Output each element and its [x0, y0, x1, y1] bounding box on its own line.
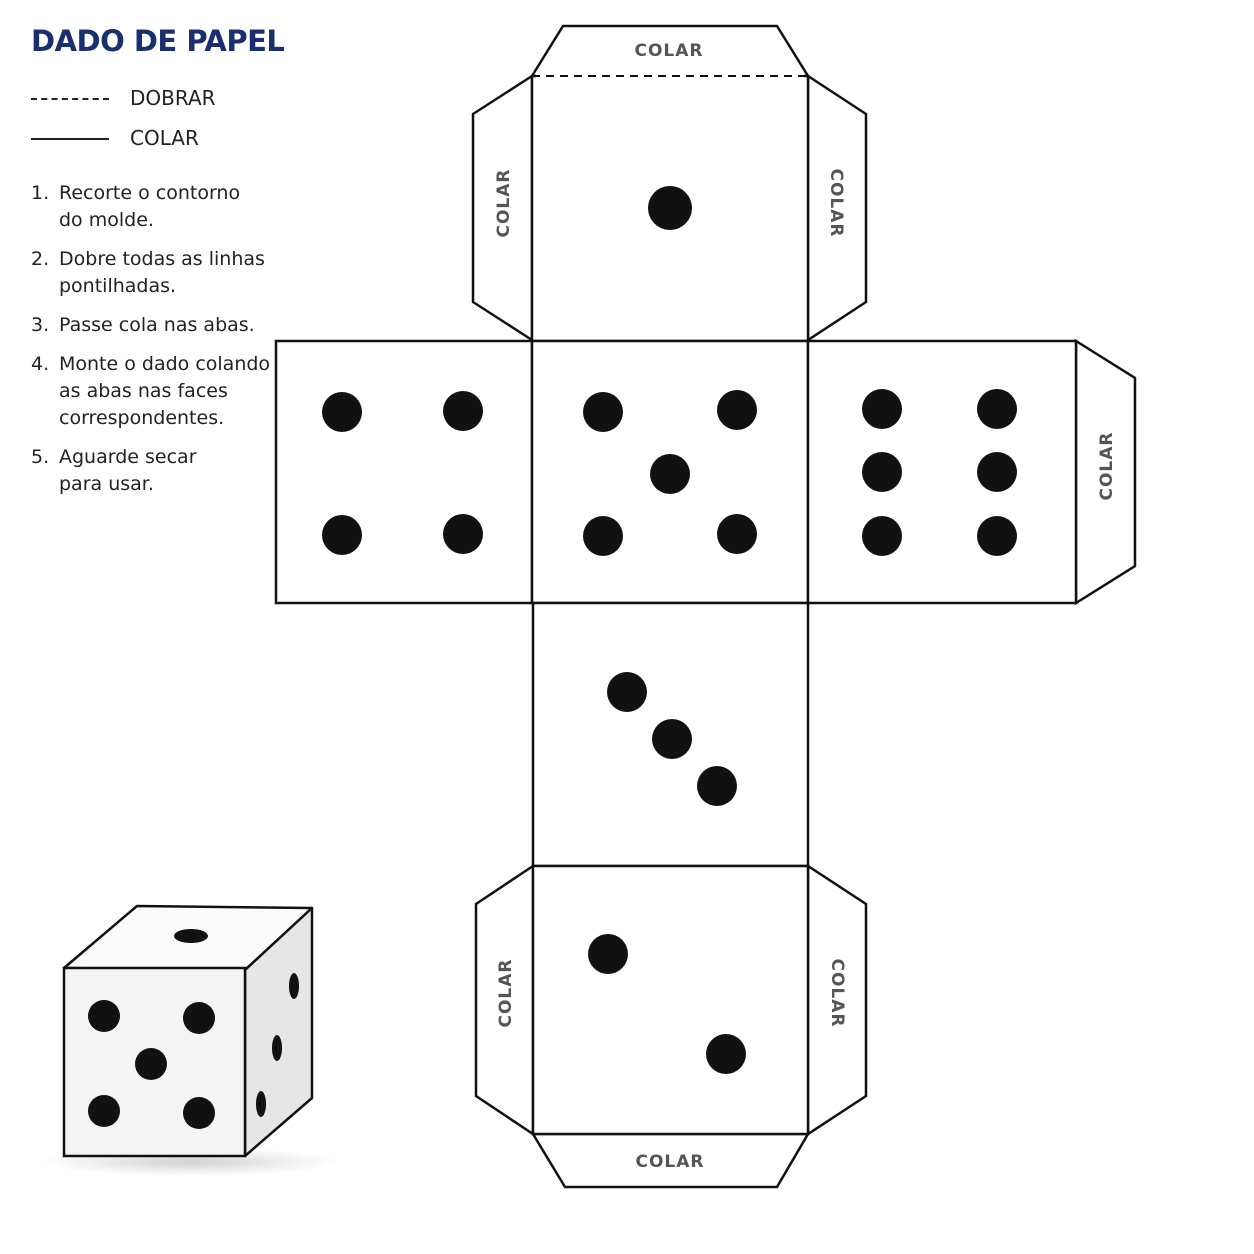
legend-glue-label: COLAR — [130, 126, 199, 150]
tab-label-top-left: COLAR — [494, 168, 514, 237]
pip — [135, 1048, 167, 1080]
net-outline — [274, 24, 1137, 1189]
step-text: pontilhadas. — [59, 275, 177, 297]
tab-label-top-right: COLAR — [826, 168, 846, 237]
step-text: para usar. — [59, 473, 154, 495]
pip — [648, 186, 692, 230]
tab-label-bottom: COLAR — [635, 1152, 704, 1172]
instruction-step: 1. Recorte o contorno do molde. — [31, 180, 281, 234]
pip — [977, 516, 1017, 556]
legend-fold: DOBRAR — [31, 84, 271, 114]
pip — [322, 392, 362, 432]
page-title: DADO DE PAPEL — [31, 24, 285, 58]
pip — [322, 515, 362, 555]
step-text: Monte o dado colando — [59, 353, 271, 375]
legend-fold-label: DOBRAR — [130, 86, 216, 110]
step-number: 5. — [31, 446, 50, 468]
pip — [88, 1095, 120, 1127]
step-number: 3. — [31, 314, 50, 336]
fold-lines — [531, 75, 1077, 1135]
instructions-list: 1. Recorte o contorno do molde. 2. Dobre… — [31, 180, 281, 510]
pips — [322, 186, 1017, 1074]
pip — [717, 514, 757, 554]
step-text: Recorte o contorno — [59, 182, 241, 204]
pip — [717, 390, 757, 430]
step-text: Passe cola nas abas. — [59, 314, 255, 336]
pip — [289, 973, 299, 999]
pip — [977, 452, 1017, 492]
instruction-step: 4. Monte o dado colando as abas nas face… — [31, 351, 281, 432]
face-right — [806, 339, 1078, 605]
instruction-step: 3. Passe cola nas abas. — [31, 312, 281, 339]
pip — [443, 514, 483, 554]
step-text: correspondentes. — [59, 407, 225, 429]
step-number: 4. — [31, 353, 50, 375]
pip — [183, 1097, 215, 1129]
instruction-step: 2. Dobre todas as linhas pontilhadas. — [31, 246, 281, 300]
step-number: 2. — [31, 248, 50, 270]
legend-glue: COLAR — [31, 124, 271, 154]
pip — [256, 1091, 266, 1117]
pip — [652, 719, 692, 759]
pip — [607, 672, 647, 712]
step-text: Dobre todas as linhas — [59, 248, 265, 270]
preview-die — [40, 904, 340, 1176]
pip — [272, 1035, 282, 1061]
pip — [650, 454, 690, 494]
instruction-step: 5. Aguarde secar para usar. — [31, 444, 281, 498]
pip — [862, 389, 902, 429]
pip — [183, 1002, 215, 1034]
pip — [862, 516, 902, 556]
face-left — [274, 339, 534, 605]
pip — [583, 516, 623, 556]
tab-label-right: COLAR — [1097, 431, 1117, 500]
tab-label-bottom-right: COLAR — [827, 958, 847, 1027]
pip — [706, 1034, 746, 1074]
pip — [862, 452, 902, 492]
step-number: 1. — [31, 182, 50, 204]
pip — [697, 766, 737, 806]
pip — [88, 1000, 120, 1032]
step-text: Aguarde secar — [59, 446, 197, 468]
pip — [588, 934, 628, 974]
step-text: do molde. — [59, 209, 154, 231]
solid-line-sample — [31, 138, 109, 140]
dashed-line-sample — [31, 98, 109, 100]
tab-label-bottom-left: COLAR — [496, 958, 516, 1027]
step-text: as abas nas faces — [59, 380, 228, 402]
pip — [174, 929, 208, 943]
pip — [583, 392, 623, 432]
pip — [443, 391, 483, 431]
tab-label-top: COLAR — [634, 41, 703, 61]
pip — [977, 389, 1017, 429]
face-bottom — [531, 864, 810, 1136]
